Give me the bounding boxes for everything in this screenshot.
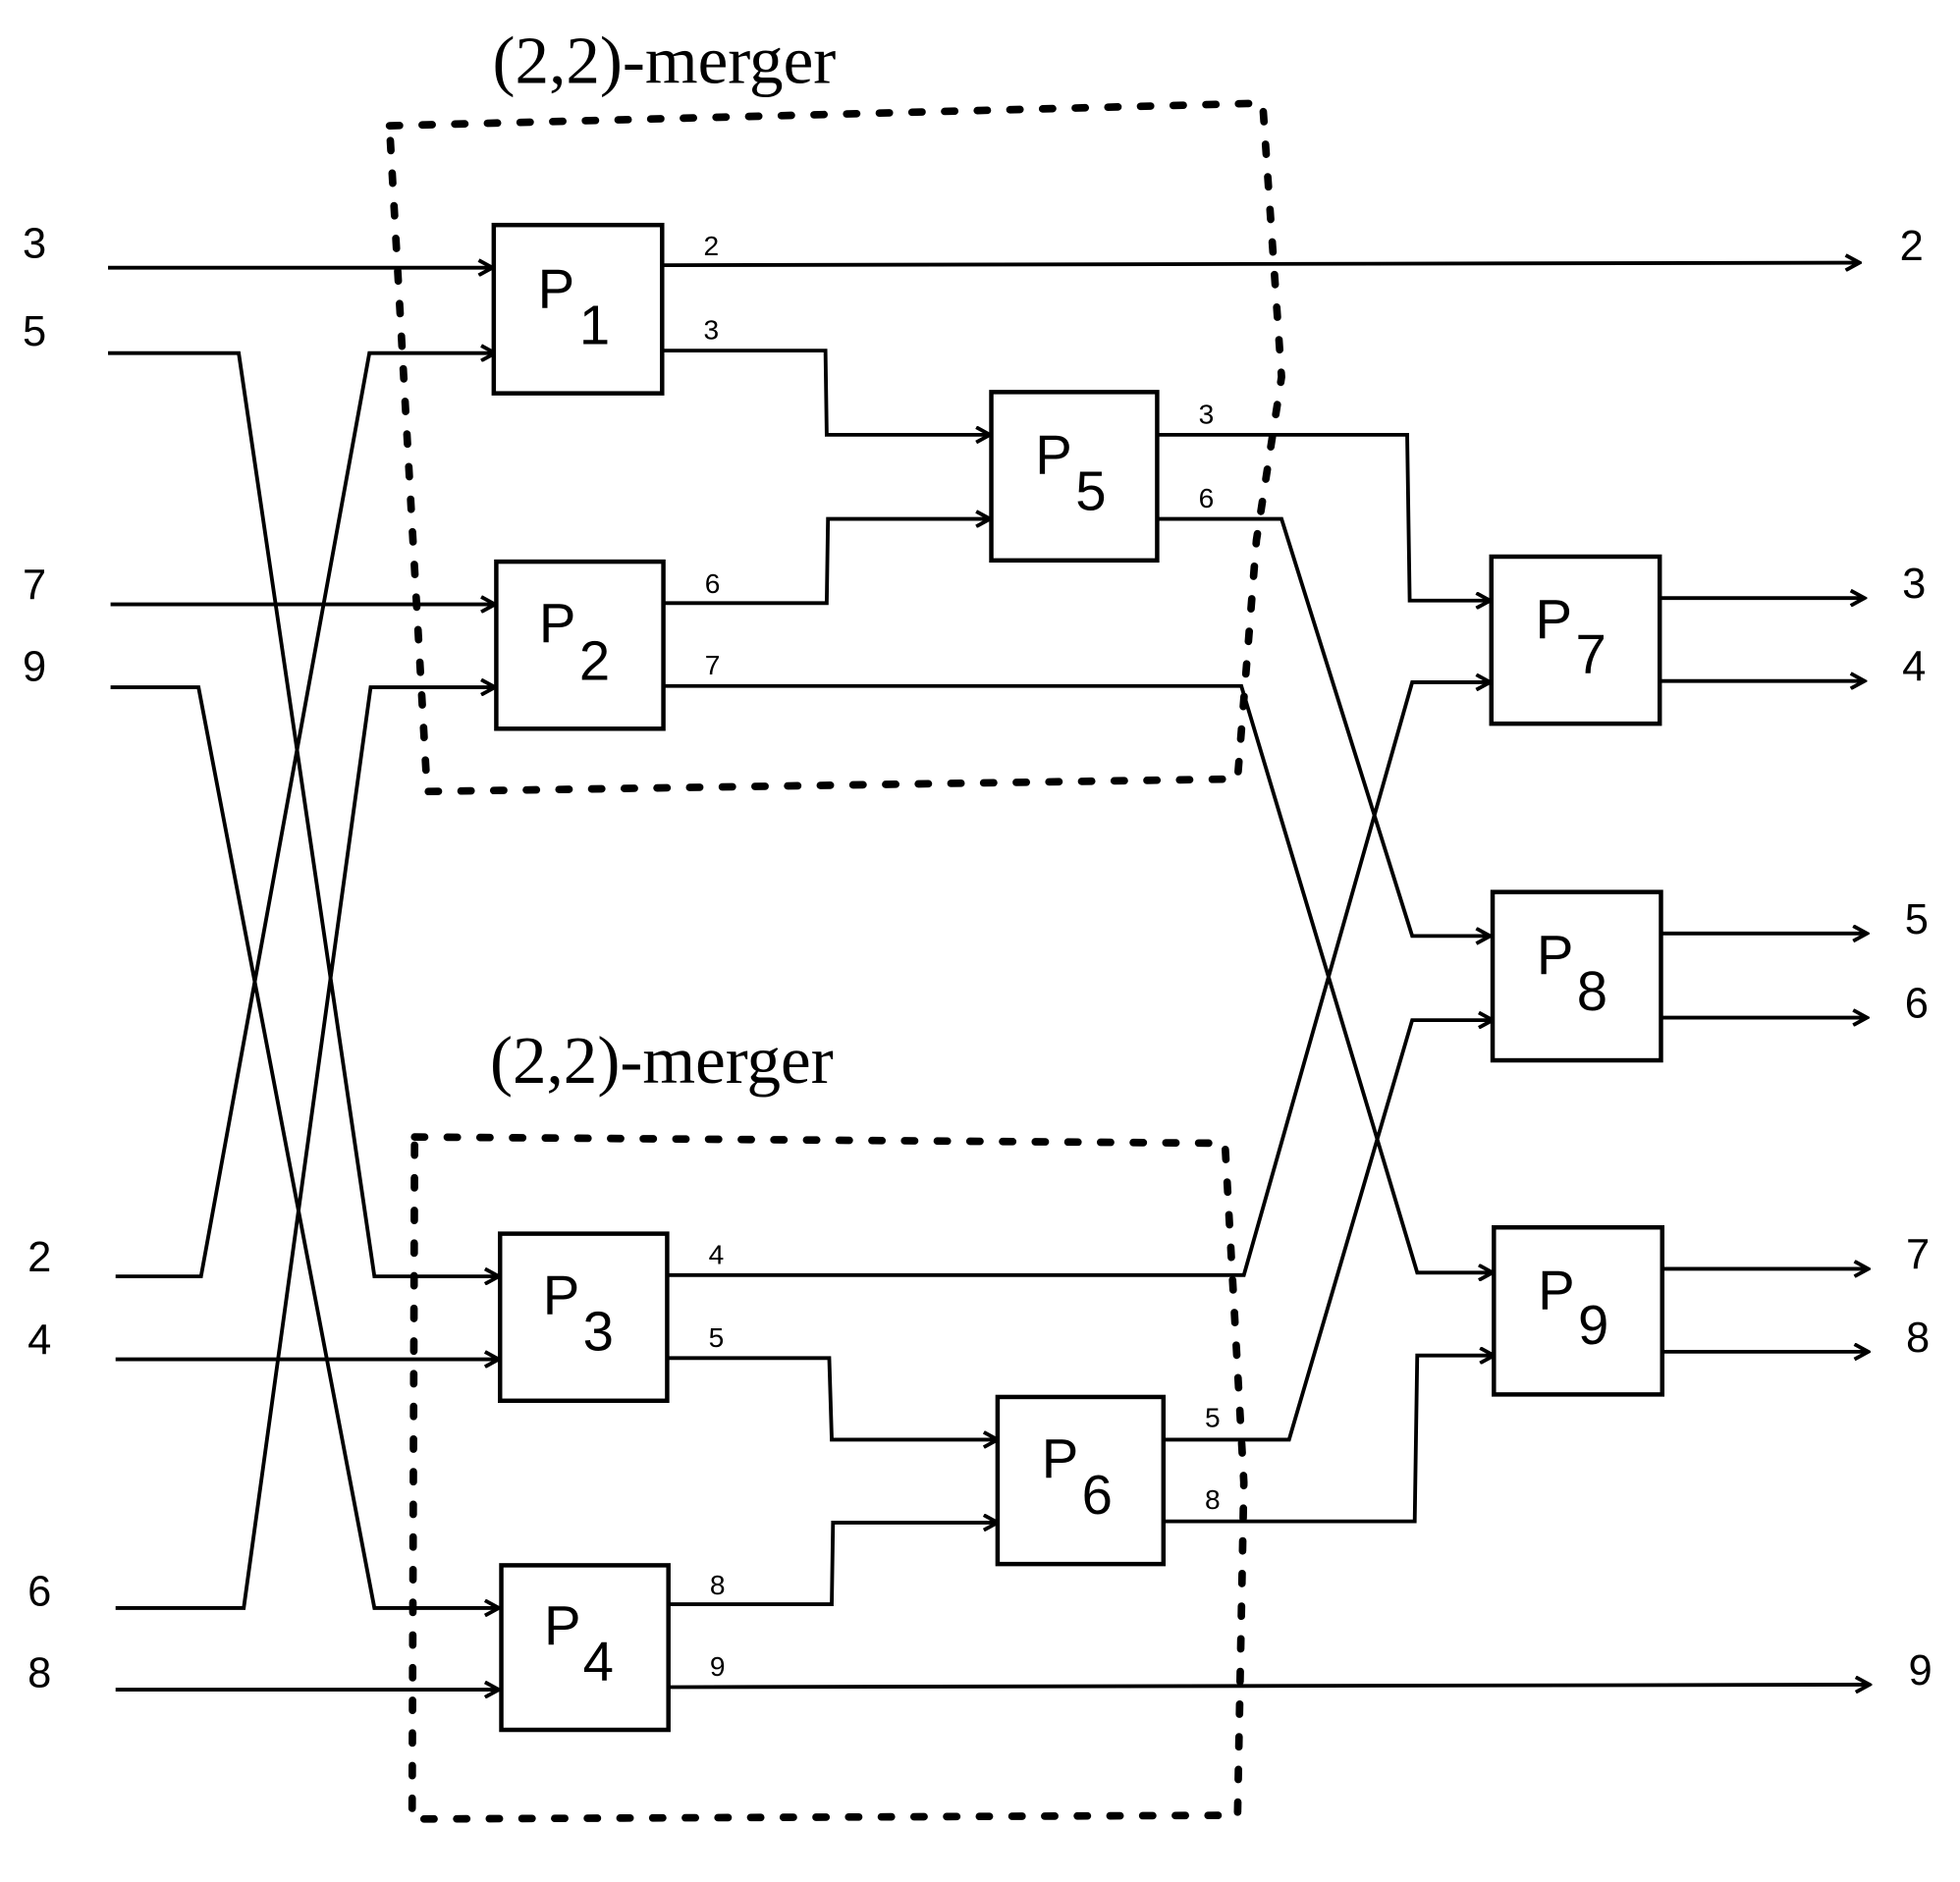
wire-label: 2 — [704, 231, 720, 261]
merger-label-bottom: (2,2)-merger — [490, 1022, 834, 1098]
wire — [668, 1356, 998, 1439]
wire — [669, 1685, 1870, 1688]
processor-index: 5 — [1075, 460, 1106, 522]
processor-index: 4 — [583, 1631, 614, 1693]
output-label: 5 — [1905, 896, 1929, 943]
wire — [110, 685, 499, 1608]
processor-name: P — [543, 1264, 580, 1326]
wire-label: 3 — [1199, 399, 1215, 429]
wire — [1163, 1020, 1493, 1442]
processor-p1: P 1 — [491, 222, 665, 396]
input-label: 4 — [27, 1317, 51, 1364]
wire — [662, 263, 1859, 266]
wire — [663, 683, 1493, 1273]
input-label: 9 — [23, 644, 46, 691]
output-label: 4 — [1902, 644, 1926, 691]
input-label: 7 — [23, 562, 46, 609]
processor-name: P — [538, 258, 575, 320]
processor-p3: P 3 — [497, 1231, 670, 1404]
wire-label: 6 — [1199, 483, 1215, 513]
wire — [1157, 432, 1490, 601]
output-wires — [1660, 598, 1868, 1352]
merger-label-top: (2,2)-merger — [493, 23, 837, 98]
output-label: 7 — [1906, 1231, 1930, 1278]
processor-p2: P 2 — [494, 559, 666, 731]
processor-index: 8 — [1577, 960, 1607, 1022]
wire — [663, 519, 991, 606]
wire — [668, 682, 1491, 1277]
internal-wires — [662, 263, 1870, 1688]
wire-label: 6 — [705, 568, 721, 599]
wire-label: 5 — [709, 1322, 725, 1353]
merger-boundary-top — [385, 99, 1285, 796]
output-label: 9 — [1909, 1647, 1933, 1694]
input-label: 6 — [27, 1568, 51, 1615]
wire-label: 3 — [704, 315, 720, 346]
wire — [115, 687, 495, 1610]
wire-label: 4 — [709, 1239, 725, 1269]
processor-name: P — [1035, 424, 1072, 486]
input-label: 5 — [23, 308, 46, 355]
processor-name: P — [1538, 1259, 1575, 1320]
output-label: 8 — [1906, 1315, 1930, 1362]
output-label: 3 — [1902, 561, 1926, 608]
input-label: 3 — [23, 220, 46, 267]
processor-index: 2 — [579, 629, 610, 691]
processor-p5: P 5 — [989, 390, 1160, 564]
processor-index: 3 — [583, 1301, 614, 1363]
processor-name: P — [539, 592, 576, 654]
processor-index: 9 — [1578, 1294, 1608, 1356]
processor-index: 7 — [1575, 623, 1606, 685]
processor-name: P — [1536, 588, 1573, 650]
wire-label: 7 — [705, 650, 721, 680]
wire-label: 8 — [710, 1570, 726, 1600]
wire — [108, 350, 499, 1276]
wire — [1157, 516, 1490, 937]
wire-label: 8 — [1205, 1484, 1221, 1515]
processor-p4: P 4 — [499, 1563, 671, 1733]
input-label: 2 — [27, 1234, 51, 1281]
wire-label: 9 — [710, 1651, 726, 1682]
output-label: 6 — [1905, 981, 1929, 1028]
input-label: 8 — [27, 1650, 51, 1697]
processor-index: 1 — [579, 295, 610, 356]
processor-p7: P 7 — [1489, 554, 1662, 726]
processor-name: P — [1042, 1427, 1079, 1489]
processor-name: P — [544, 1594, 581, 1656]
merger-boundary-bottom — [408, 1133, 1248, 1823]
wire-label: 5 — [1205, 1403, 1221, 1433]
input-wires — [108, 268, 499, 1690]
processor-name: P — [1537, 924, 1574, 986]
processor-index: 6 — [1082, 1464, 1113, 1526]
processor-p6: P 6 — [995, 1394, 1167, 1567]
wire — [669, 1523, 998, 1606]
processor-p8: P 8 — [1490, 889, 1663, 1063]
output-label: 2 — [1900, 223, 1924, 270]
wire — [662, 349, 990, 435]
wire — [115, 353, 495, 1279]
wire — [1163, 1356, 1495, 1524]
processor-p9: P 9 — [1492, 1224, 1665, 1397]
